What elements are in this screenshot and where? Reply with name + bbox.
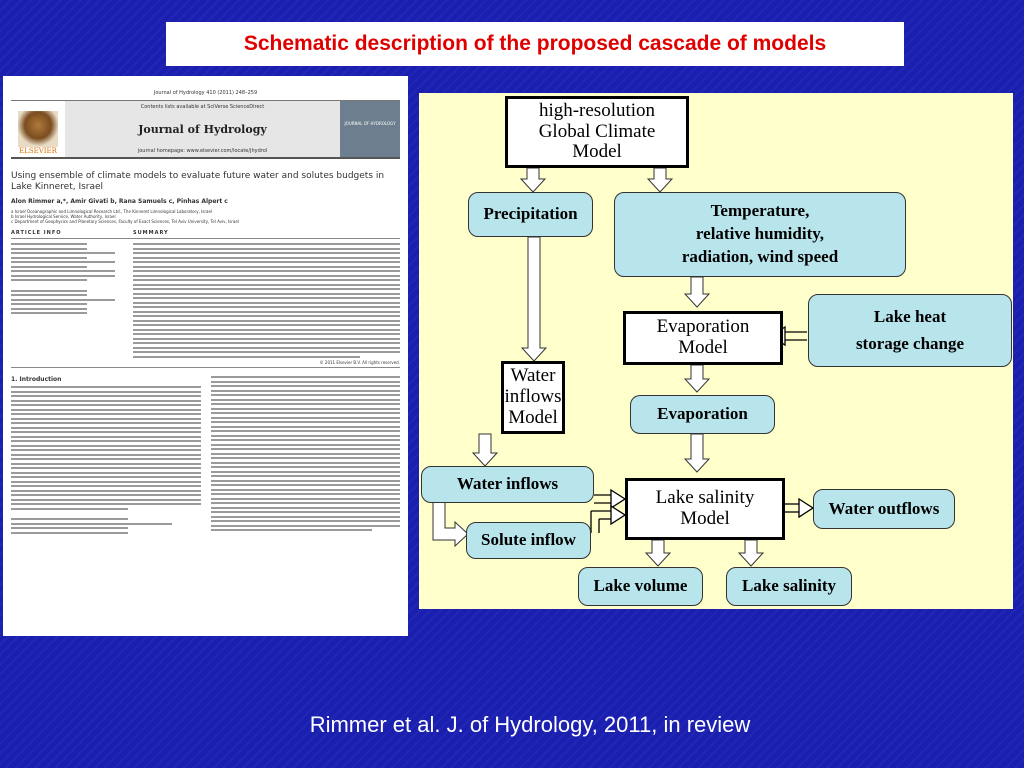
lake-heat-label-line2: storage change [855, 333, 965, 353]
evaporation-model-label-line1: Evaporation [656, 316, 750, 338]
slide-title: Schematic description of the proposed ca… [166, 22, 904, 66]
summary-label: SUMMARY [133, 230, 169, 237]
block-arrow-evapmodel-evap [683, 364, 711, 393]
affiliation-a: a Israel Oceanographic and Limnological … [11, 208, 213, 214]
abstract-lines: © 2011 Elsevier B.V. All rights reserved… [133, 239, 400, 367]
block-arrow-gcm-precip [519, 167, 547, 193]
solute-inflow-label: Solute inflow [481, 530, 576, 550]
water-inflows-model-box: Water inflows Model [501, 361, 565, 434]
water-inflows-model-label-line2: inflows [504, 386, 562, 408]
lake-volume-box: Lake volume [578, 567, 703, 606]
paper-body-columns: 1. Introduction [11, 376, 400, 536]
precipitation-label: Precipitation [483, 204, 578, 224]
paper-header: ELSEVIER Contents lists available at Sci… [11, 100, 400, 159]
article-history-lines [11, 239, 133, 367]
lake-salinity-box: Lake salinity [726, 567, 852, 606]
water-inflows-label: Water inflows [456, 474, 559, 494]
lake-salinity-model-label-line2: Model [680, 508, 730, 529]
lake-heat-storage-box: Lake heat storage change [808, 294, 1012, 367]
slide-footer-citation: Rimmer et al. J. of Hydrology, 2011, in … [309, 712, 751, 737]
contents-line: Contents lists available at SciVerse Sci… [140, 104, 265, 110]
solute-inflow-box: Solute inflow [466, 522, 591, 559]
water-inflows-model-label-line1: Water [510, 365, 556, 387]
evaporation-model-label-line2: Model [678, 337, 728, 358]
gcm-label: high-resolution Global Climate Model [538, 99, 656, 163]
lake-salinity-model-box: Lake salinity Model [625, 478, 785, 540]
global-climate-model-box: high-resolution Global Climate Model [505, 96, 689, 168]
arrow-salinitymodel-outflows [785, 497, 815, 519]
arrow-soluteinflow-salinitymodel [590, 504, 627, 533]
paper-title: Using ensemble of climate models to eval… [11, 171, 385, 192]
elsevier-logo: ELSEVIER [11, 101, 65, 157]
evaporation-box: Evaporation [630, 395, 775, 434]
water-outflows-box: Water outflows [813, 489, 955, 529]
affiliation-c: c Department of Geophysics and Planetary… [11, 218, 239, 224]
publisher-name: ELSEVIER [19, 147, 57, 155]
journal-banner: Contents lists available at SciVerse Sci… [65, 101, 340, 157]
lake-heat-label-line1: Lake heat [873, 306, 947, 326]
precipitation-box: Precipitation [468, 192, 593, 237]
block-arrow-temp-evapmodel [683, 276, 711, 308]
water-outflows-label: Water outflows [828, 498, 940, 518]
water-inflows-model-label-line3: Model [508, 406, 558, 428]
paper-affiliations: a Israel Oceanographic and Limnological … [11, 209, 400, 225]
block-arrow-inflowsmodel-waterinflows [471, 433, 499, 467]
evaporation-model-box: Evaporation Model [623, 311, 783, 365]
paper-authors: Alon Rimmer a,*, Amir Givati b, Rana Sam… [11, 197, 228, 205]
article-info-header: ARTICLE INFO SUMMARY [11, 230, 400, 240]
water-inflows-box: Water inflows [421, 466, 594, 503]
block-arrow-salinitymodel-salinity [737, 539, 765, 567]
temperature-label-line2: relative humidity, [695, 224, 825, 244]
temperature-label-line3: radiation, wind speed [681, 246, 839, 266]
copyright-line: © 2011 Elsevier B.V. All rights reserved… [319, 360, 400, 366]
block-arrow-evap-salinitymodel [683, 433, 711, 473]
journal-name: Journal of Hydrology [138, 122, 267, 136]
block-arrow-salinitymodel-volume [644, 539, 672, 567]
affiliation-b: b Israel Hydrological Service, Water Aut… [11, 213, 116, 219]
journal-cover: JOURNAL OF HYDROLOGY [340, 101, 400, 157]
paper-citation: Journal of Hydrology 410 (2011) 248–259 [153, 90, 258, 96]
paper-column-right [210, 376, 400, 536]
cascade-diagram: high-resolution Global Climate Model Pre… [419, 93, 1013, 609]
introduction-heading: 1. Introduction [11, 376, 62, 384]
temperature-label-line1: Temperature, [710, 201, 810, 221]
temperature-humidity-box: Temperature, relative humidity, radiatio… [614, 192, 906, 277]
article-info-label: ARTICLE INFO [11, 230, 62, 237]
elsevier-tree-icon [18, 111, 58, 147]
journal-article-thumbnail: Journal of Hydrology 410 (2011) 248–259 … [3, 76, 408, 636]
diagram-connectors [432, 167, 815, 567]
paper-column-left: 1. Introduction [11, 376, 201, 536]
lake-salinity-model-label-line1: Lake salinity [655, 487, 755, 509]
block-arrow-gcm-temp [646, 167, 674, 193]
arrow-waterinflows-salinitymodel [594, 488, 627, 510]
block-arrow-precip-inflowsmodel [520, 236, 548, 362]
journal-homepage: journal homepage: www.elsevier.com/locat… [137, 148, 268, 154]
article-info-body: © 2011 Elsevier B.V. All rights reserved… [11, 239, 400, 369]
evaporation-label: Evaporation [657, 404, 748, 424]
lake-salinity-label: Lake salinity [742, 576, 836, 596]
block-arrow-waterinflows-soluteinflow [432, 495, 469, 548]
lake-volume-label: Lake volume [593, 576, 688, 596]
